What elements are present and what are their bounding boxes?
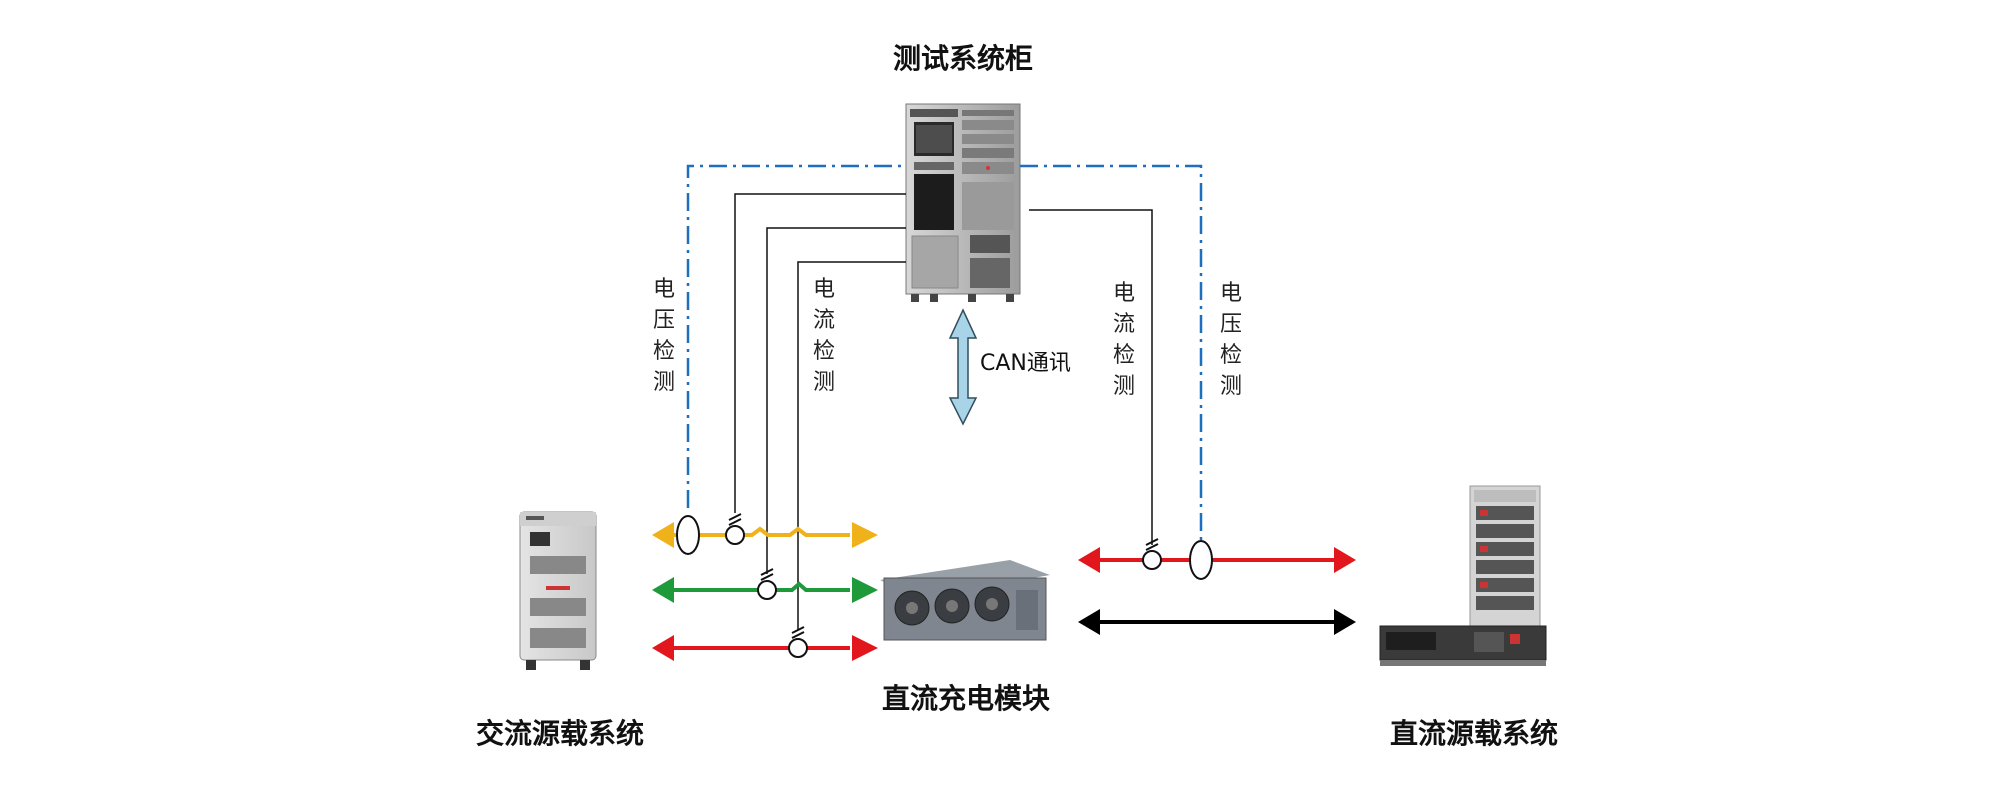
test-cabinet-title: 测试系统柜 <box>893 42 1033 75</box>
svg-text:电: 电 <box>653 277 675 302</box>
svg-text:检: 检 <box>1113 343 1135 368</box>
voltage-sensor-dc <box>1189 540 1213 580</box>
signal-lines <box>734 193 1153 630</box>
ac-system-label: 交流源载系统 <box>476 717 644 750</box>
dc-system-image <box>1379 485 1547 666</box>
svg-text:压: 压 <box>1220 312 1242 337</box>
svg-text:压: 压 <box>653 308 675 333</box>
black-can-line-dc <box>1078 609 1356 635</box>
svg-text:测: 测 <box>653 370 675 395</box>
ac-system-image <box>519 511 597 670</box>
dc-module-label: 直流充电模块 <box>882 682 1050 715</box>
svg-text:检: 检 <box>1220 343 1242 368</box>
dc-charging-module-image <box>880 560 1050 641</box>
can-comm-label: CAN通讯 <box>980 351 1071 376</box>
voltage-detection-lines <box>686 164 1203 540</box>
svg-text:流: 流 <box>813 308 835 333</box>
dc-system-label: 直流源载系统 <box>1390 717 1558 750</box>
svg-text:测: 测 <box>813 370 835 395</box>
current-detect-label-right: 电 流 检 测 <box>1113 281 1135 399</box>
svg-text:测: 测 <box>1113 374 1135 399</box>
can-arrow <box>948 308 978 426</box>
voltage-detect-label-right: 电 压 检 测 <box>1220 281 1242 399</box>
green-power-line <box>652 577 878 603</box>
svg-text:电: 电 <box>1220 281 1242 306</box>
current-sensor-dc <box>1142 538 1162 570</box>
voltage-detect-label-left: 电 压 检 测 <box>653 277 675 395</box>
svg-text:电: 电 <box>1113 281 1135 306</box>
svg-text:测: 测 <box>1220 374 1242 399</box>
svg-text:检: 检 <box>653 339 675 364</box>
svg-text:电: 电 <box>813 277 835 302</box>
current-detect-label-left: 电 流 检 测 <box>813 277 835 395</box>
yellow-power-line <box>652 522 878 548</box>
red-power-line-ac <box>652 635 878 661</box>
current-sensors-ac <box>725 513 808 658</box>
voltage-sensor-ac <box>676 515 700 555</box>
test-cabinet-image <box>905 103 1021 302</box>
svg-text:检: 检 <box>813 339 835 364</box>
red-power-line-dc <box>1078 547 1356 573</box>
svg-text:流: 流 <box>1113 312 1135 337</box>
